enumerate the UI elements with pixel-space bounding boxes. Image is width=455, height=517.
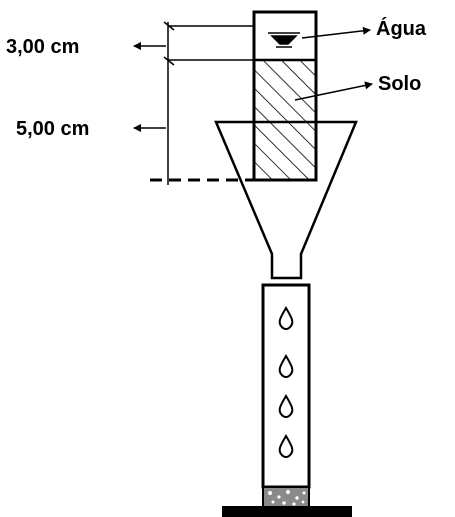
water-drop-2: [278, 354, 294, 378]
dimension-lines: [150, 21, 254, 185]
soil-sample: [254, 60, 316, 180]
water-label-arrow: [301, 26, 371, 39]
water-drop-1: [278, 306, 294, 330]
gravel-base: [262, 486, 310, 508]
water-drop-3: [278, 394, 294, 418]
water-level-icon: [268, 32, 300, 48]
leader-arrows: [133, 26, 373, 132]
soil-height-label: 5,00 cm: [16, 118, 89, 140]
soil-label: Solo: [378, 73, 421, 95]
gravel-texture: [268, 490, 306, 506]
water-label: Água: [376, 17, 427, 40]
soil-label-arrow: [294, 81, 373, 101]
water-drop-4: [278, 434, 294, 458]
stand-base: [222, 506, 352, 517]
collector-cylinder: [222, 283, 352, 517]
funnel: [214, 120, 358, 280]
water-height-label: 3,00 cm: [6, 36, 79, 58]
